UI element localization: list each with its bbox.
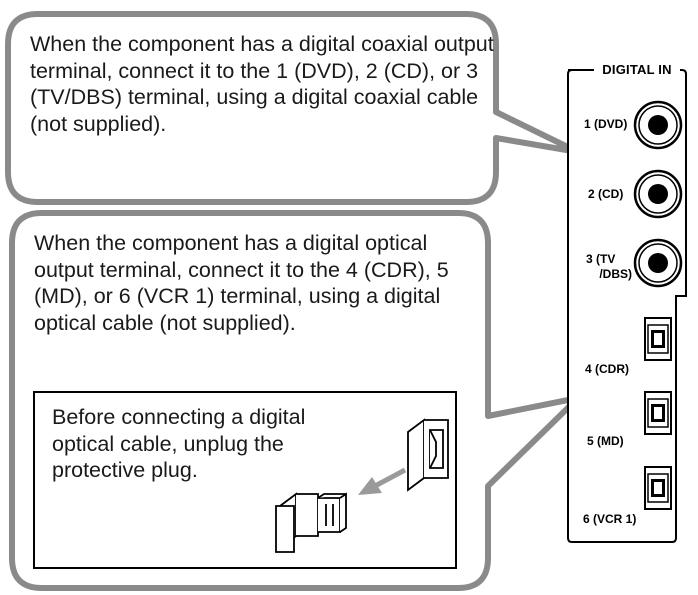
terminal-label-tv-dbs: 3 (TV /DBS) [586, 252, 632, 282]
terminal-label-dvd: 1 (DVD) [584, 117, 628, 131]
terminal-label-cdr: 4 (CDR) [585, 362, 629, 376]
terminal-label-vcr1: 6 (VCR 1) [583, 512, 637, 526]
terminal-label-tv-line2: /DBS) [599, 267, 632, 281]
panel-title: DIGITAL IN [594, 62, 680, 77]
note-text: Before connecting a digital optical cabl… [52, 405, 306, 482]
coaxial-jack-2 [633, 169, 683, 219]
coaxial-jack-1 [633, 100, 683, 150]
optical-jack-6 [644, 466, 672, 510]
optical-jack-5 [644, 391, 672, 435]
callout-1-bubble [5, 11, 581, 205]
optical-jack-4 [644, 317, 672, 361]
terminal-label-md: 5 (MD) [587, 434, 624, 448]
terminal-label-cd: 2 (CD) [588, 187, 624, 201]
terminal-label-tv-line1: 3 (TV [586, 252, 616, 266]
optical-socket-icon [407, 418, 449, 492]
callout-coaxial-text: When the component has a digital coaxial… [30, 32, 494, 136]
coaxial-jack-3 [633, 238, 683, 288]
protective-plug-icon [275, 492, 347, 553]
arrow-icon [358, 467, 407, 495]
callout-optical-text: When the component has a digital optical… [34, 231, 449, 335]
